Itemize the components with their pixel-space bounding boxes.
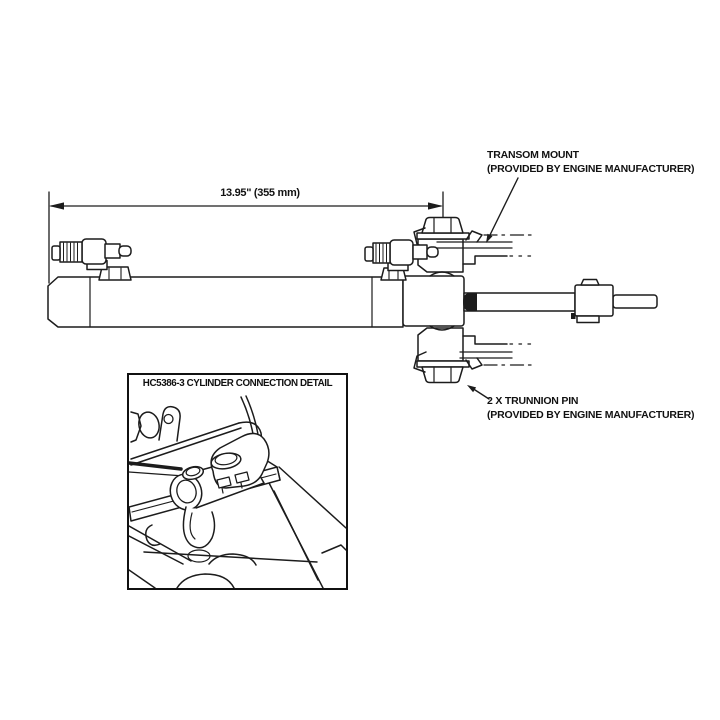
cylinder-connection-detail-drawing bbox=[129, 395, 346, 588]
right-hydraulic-fitting bbox=[364, 239, 439, 281]
transom-mount-label: TRANSOM MOUNT (PROVIDED BY ENGINE MANUFA… bbox=[487, 149, 695, 176]
trunnion-bosses bbox=[429, 271, 455, 331]
transom-leader-arrow bbox=[486, 177, 519, 243]
knurl-lines bbox=[63, 242, 78, 262]
stern-bracket-wedge bbox=[266, 466, 346, 588]
rod-clamp bbox=[181, 432, 270, 494]
mounting-ear bbox=[130, 405, 181, 443]
transom-mount-bracket bbox=[413, 216, 508, 273]
clamp-bottom-tabs bbox=[216, 471, 250, 494]
rod-end-clevis bbox=[571, 278, 658, 324]
trunnion-mount-bracket bbox=[413, 327, 508, 384]
knurl-lines bbox=[375, 243, 387, 263]
trunnion-leader-arrow bbox=[467, 385, 490, 400]
left-hydraulic-fitting bbox=[51, 238, 132, 281]
clamp-nuts bbox=[181, 452, 242, 481]
dimension-label: 13.95" (355 mm) bbox=[220, 187, 300, 199]
cylinder-body bbox=[47, 276, 404, 328]
trunnion-pin-label: 2 X TRUNNION PIN (PROVIDED BY ENGINE MAN… bbox=[487, 395, 695, 422]
cast-lug bbox=[182, 506, 216, 549]
hidden-edge-dash-lines bbox=[483, 234, 534, 366]
transom-mount-label-line2: (PROVIDED BY ENGINE MANUFACTURER) bbox=[487, 162, 695, 175]
casting-details bbox=[129, 524, 318, 588]
trunnion-pin-label-line2: (PROVIDED BY ENGINE MANUFACTURER) bbox=[487, 408, 695, 421]
dimension-lines bbox=[48, 191, 444, 284]
inset-title: HC5386-3 CYLINDER CONNECTION DETAIL bbox=[142, 378, 333, 389]
cylinder-connection-detail-box: HC5386-3 CYLINDER CONNECTION DETAIL bbox=[127, 373, 348, 590]
piston-rod bbox=[463, 292, 576, 312]
trunnion-pin-nut bbox=[421, 366, 464, 384]
transom-plate-lines bbox=[436, 241, 513, 359]
transom-mount-label-line1: TRANSOM MOUNT bbox=[487, 149, 579, 161]
trunnion-pin-label-line1: 2 X TRUNNION PIN bbox=[487, 395, 579, 407]
cylinder-head bbox=[402, 275, 465, 327]
